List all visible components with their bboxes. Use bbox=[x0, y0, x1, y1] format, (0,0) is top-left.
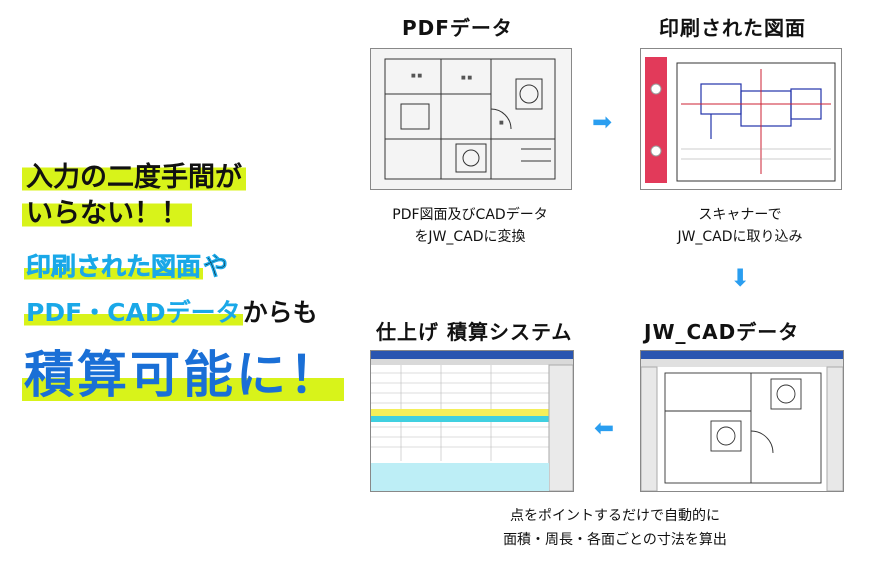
promo-line-2: いらない！！ bbox=[22, 196, 192, 232]
printed-caption-line-2: JW_CADに取り込み bbox=[677, 229, 803, 245]
arrow-down-icon: ⬇ bbox=[730, 264, 751, 292]
svg-text:■ ■: ■ ■ bbox=[411, 73, 422, 79]
promo-line-3: 印刷された図面や bbox=[24, 252, 229, 281]
jwcad-caption-line-1: 点をポイントするだけで自動的に bbox=[510, 508, 720, 524]
pdf-caption-line-2: をJW_CADに変換 bbox=[414, 229, 526, 245]
estimation-system-screenshot bbox=[370, 350, 574, 492]
pdf-caption-line-1: PDF図面及びCADデータ bbox=[392, 207, 548, 223]
jwcad-screenshot bbox=[640, 350, 844, 492]
printed-title: 印刷された図面 bbox=[659, 16, 806, 40]
jwcad-title: JW_CADデータ bbox=[644, 320, 800, 344]
promo-line-4: PDF・CADデータからも bbox=[24, 298, 318, 327]
promo-line-5: 積算可能に！ bbox=[22, 346, 344, 404]
svg-text:■: ■ bbox=[499, 120, 504, 126]
svg-text:■ ■: ■ ■ bbox=[461, 75, 472, 81]
pdf-drawing-image: ■ ■ ■ ■ ■ bbox=[370, 48, 572, 190]
jwcad-caption-line-2: 面積・周長・各面ごとの寸法を算出 bbox=[503, 532, 727, 548]
printed-caption-line-1: スキャナーで bbox=[698, 207, 782, 223]
promo-line-1: 入力の二度手間が bbox=[22, 160, 246, 196]
arrow-right-icon: ➡ bbox=[592, 108, 613, 136]
pdf-title: PDFデータ bbox=[402, 16, 513, 40]
printed-drawing-image bbox=[640, 48, 842, 190]
system-title: 仕上げ 積算システム bbox=[376, 320, 573, 344]
arrow-left-icon: ⬅ bbox=[594, 414, 615, 442]
